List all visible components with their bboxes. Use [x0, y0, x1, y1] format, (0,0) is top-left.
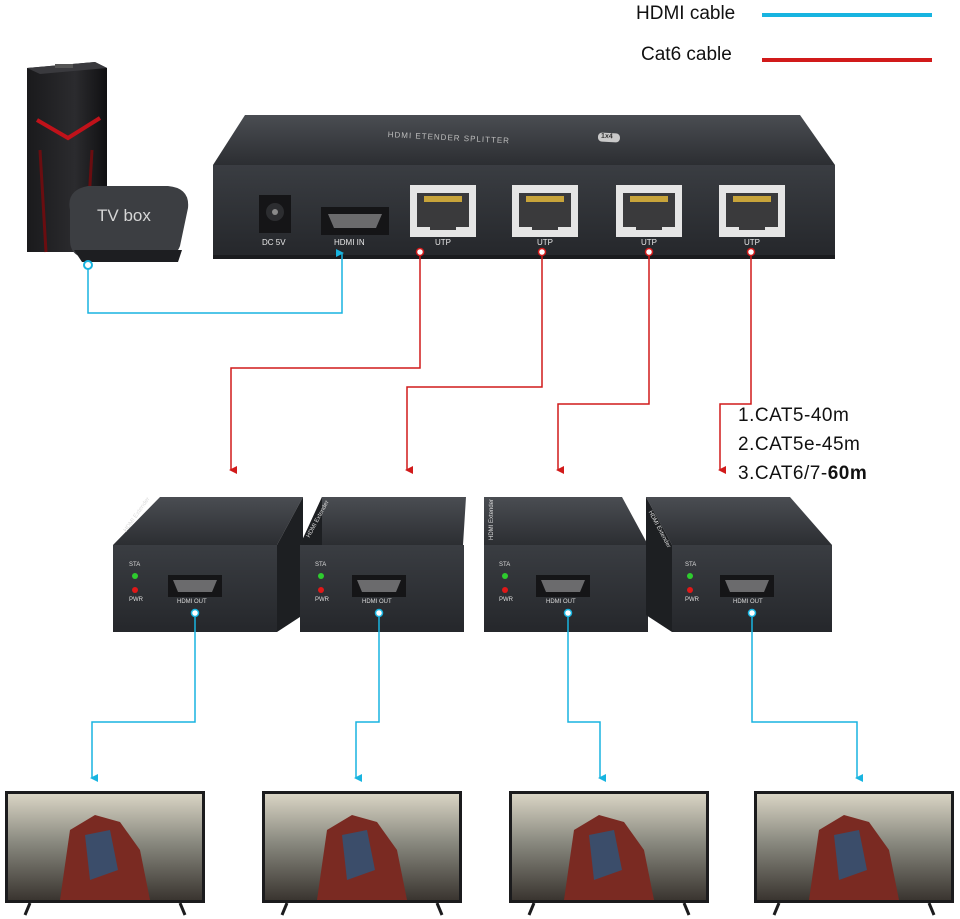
receiver-4-pwr-label: PWR: [685, 597, 699, 603]
receiver-1: [113, 497, 303, 632]
splitter-device: [213, 115, 835, 259]
tv-1-icon: [5, 791, 205, 916]
distance-spec-line-3-bold: 60m: [827, 463, 868, 484]
splitter-badge: 1x4: [600, 132, 613, 141]
cat6-cable-1: [229, 256, 421, 474]
tv-box-hdmi-port-icon: [83, 260, 93, 270]
distance-spec-line-1: 1.CAT5-40m: [738, 405, 850, 426]
receiver-2-hdmi-out-label: HDMI OUT: [362, 599, 392, 605]
legend-cat6-label: Cat6 cable: [641, 44, 732, 65]
tv-box-label: TV box: [97, 206, 151, 225]
receiver-3-sta-label: STA: [499, 562, 511, 568]
legend-hdmi-label: HDMI cable: [636, 3, 736, 24]
receiver-3: [484, 497, 648, 632]
hdmi-output-cable-2: [354, 617, 380, 782]
receiver-1-pwr-label: PWR: [129, 597, 143, 603]
receiver-4-sta-label: STA: [685, 562, 697, 568]
hdmi-input-cable: [87, 249, 344, 314]
hdmi-output-cable-1: [90, 617, 196, 782]
receiver-3-hdmi-out-label: HDMI OUT: [546, 599, 576, 605]
distance-spec-line-3: 3.CAT6/7-60m: [738, 463, 867, 485]
hdmi-in-label: HDMI IN: [334, 238, 365, 247]
receiver-4: [646, 497, 832, 632]
cat6-cable-2: [405, 256, 543, 474]
tv-4-icon: [754, 791, 954, 916]
receiver-1-sta-label: STA: [129, 562, 141, 568]
utp-label-1: UTP: [435, 238, 451, 247]
receiver-2-pwr-label: PWR: [315, 597, 329, 603]
utp-label-3: UTP: [641, 238, 657, 247]
receiver-2-sta-label: STA: [315, 562, 327, 568]
receiver-4-hdmi-out-label: HDMI OUT: [733, 599, 763, 605]
distance-spec-line-3-prefix: 3.CAT6/7-: [738, 463, 828, 484]
tv-box-icon: [69, 186, 189, 262]
receiver-2: [300, 497, 466, 632]
tv-2-icon: [262, 791, 462, 916]
distance-spec-line-2: 2.CAT5e-45m: [738, 434, 861, 455]
hdmi-output-cable-3: [567, 617, 606, 782]
dc-5v-label: DC 5V: [262, 238, 286, 247]
utp-label-2: UTP: [537, 238, 553, 247]
hdmi-output-cable-4: [751, 617, 863, 782]
receiver-3-pwr-label: PWR: [499, 597, 513, 603]
receiver-3-side-label: HDMI Extender: [489, 498, 495, 540]
cat6-cable-4: [718, 256, 752, 474]
receiver-1-hdmi-out-label: HDMI OUT: [177, 599, 207, 605]
cat6-cable-3: [556, 256, 650, 474]
utp-label-4: UTP: [744, 238, 760, 247]
tv-3-icon: [509, 791, 709, 916]
